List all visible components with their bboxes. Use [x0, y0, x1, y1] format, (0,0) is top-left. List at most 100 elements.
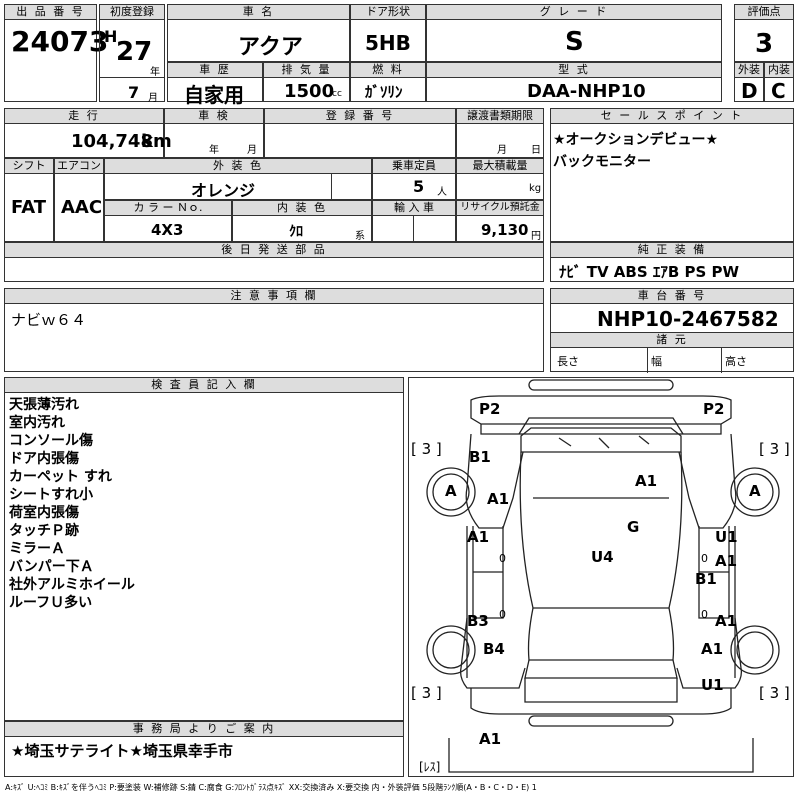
chassis-number: NHP10-2467582 [597, 307, 779, 331]
year-unit: 年 [150, 67, 160, 78]
int-label: 内装 [765, 63, 793, 78]
model-cell: 型 式 DAA-NHP10 [426, 62, 722, 102]
recycle-unit: 円 [531, 231, 541, 242]
note-line: シートすれ小 [9, 487, 93, 503]
reg-year: 27 [116, 37, 153, 67]
later-parts-cell: 後 日 発 送 部 品 [4, 242, 544, 282]
color: オレンジ [191, 181, 256, 200]
interior-color: ｸﾛ [289, 224, 303, 240]
grade-label: グ レ ー ド [427, 5, 721, 20]
note-line: コンソール傷 [9, 433, 93, 449]
office-cell: 事 務 局 よ り ご 案 内 ★埼玉サテライト★埼玉県幸手市 [4, 721, 404, 777]
era: H [104, 27, 118, 46]
equipment: ﾅﾋﾞ TV ABS ｴｱB PS PW [559, 263, 740, 281]
shift-cell: シフト FAT [4, 158, 54, 242]
ac-cell: エアコン AAC [54, 158, 104, 242]
shift: FAT [11, 197, 47, 218]
note-line: 社外アルミホイール [9, 577, 135, 593]
inspection-label: 車 検 [165, 109, 263, 124]
note-line: バンパー下Ａ [9, 559, 94, 575]
model-label: 型 式 [427, 63, 721, 78]
disp-cell: 排 気 量 1500 cc [263, 62, 350, 102]
damage-mark: B4 [483, 640, 505, 658]
damage-mark: A1 [467, 528, 490, 546]
int-cell: 内装 C [764, 62, 794, 103]
history-cell: 車 歴 自家用 [167, 62, 263, 107]
damage-mark: U1 [701, 676, 724, 694]
door-mark: 0 [701, 608, 708, 621]
mileage-cell: 走 行 104,748 km [4, 108, 172, 158]
damage-mark: A [749, 482, 761, 500]
displacement: 1500 [284, 81, 335, 102]
interior-cell: 内 装 色 ｸﾛ 系 [232, 200, 372, 242]
color-no-label: カ ラ ー Ｎｏ. [105, 201, 231, 216]
grade: S [565, 27, 584, 57]
damage-mark: B1 [469, 448, 491, 466]
note-line: ドア内張傷 [9, 451, 79, 467]
int-grade: C [771, 79, 786, 103]
car-name: アクア [238, 35, 303, 60]
fuel-cell: 燃 料 ｶﾞｿﾘﾝ [350, 62, 426, 102]
sales-line: ★オークションデビュー★ [553, 132, 719, 148]
note-line: ルーフＵ多い [9, 595, 93, 611]
disp-label: 排 気 量 [264, 63, 349, 78]
chassis-cell: 車 台 番 号 NHP10-2467582 諸 元 長さ 幅 高さ [550, 288, 794, 373]
tire-score: [ 3 ] [759, 440, 790, 458]
lot-label: 出 品 番 号 [5, 5, 96, 20]
damage-mark: A1 [715, 612, 738, 630]
office-text: ★埼玉サテライト★埼玉県幸手市 [11, 742, 233, 760]
recycle: 9,130 [481, 221, 529, 239]
equipment-label: 純 正 装 備 [551, 243, 793, 258]
inspection-cell: 車 検 年 月 [164, 108, 264, 158]
first-reg-label: 初度登録 [100, 5, 164, 20]
import-label: 輸 入 車 [373, 201, 455, 216]
first-reg-cell: 初度登録 H 27 年 7 月 [99, 4, 165, 104]
damage-mark: P2 [479, 400, 501, 418]
transfer-label: 譲渡書類期限 [457, 109, 543, 124]
door-mark: 0 [701, 552, 708, 565]
name-cell: 車 名 アクア [167, 4, 350, 62]
spec-width: 幅 [651, 355, 662, 368]
later-parts-label: 後 日 発 送 部 品 [5, 243, 543, 258]
color-no: 4X3 [151, 221, 184, 239]
fuel: ｶﾞｿﾘﾝ [365, 83, 403, 101]
model: DAA-NHP10 [527, 81, 646, 102]
disp-unit: cc [332, 89, 342, 99]
equipment-cell: 純 正 装 備 ﾅﾋﾞ TV ABS ｴｱB PS PW [550, 242, 794, 282]
grade-cell: グ レ ー ド S [426, 4, 722, 62]
recycle-label: リサイクル預託金 [457, 201, 543, 216]
note-line: 室内汚れ [9, 415, 65, 431]
damage-mark: P2 [703, 400, 725, 418]
score-label: 評価点 [735, 5, 793, 20]
office-label: 事 務 局 よ り ご 案 内 [5, 722, 403, 737]
note-line: カーペット すれ [9, 469, 112, 485]
insp-year-unit: 年 [209, 145, 219, 156]
load-unit: kg [529, 183, 542, 194]
inspector-label: 検 査 員 記 入 欄 [5, 378, 403, 393]
damage-mark: B3 [467, 612, 489, 630]
damage-mark: U1 [715, 528, 738, 546]
history-label: 車 歴 [168, 63, 262, 78]
chassis-label: 車 台 番 号 [551, 289, 793, 304]
transfer-month-unit: 月 [497, 145, 507, 156]
damage-mark: A1 [715, 552, 738, 570]
interior-label: 内 装 色 [233, 201, 371, 216]
recycle-cell: リサイクル預託金 9,130 円 [456, 200, 544, 242]
door-label: ドア形状 [351, 5, 425, 20]
car-outline [426, 379, 780, 773]
sales-line: バックモニター [553, 154, 651, 170]
import-cell: 輸 入 車 [372, 200, 456, 243]
tire-score: [ 3 ] [411, 684, 442, 702]
note-line: タッチＰ跡 [9, 523, 79, 539]
transfer-day-unit: 日 [531, 145, 541, 156]
sales-point-cell: セ ー ル ス ポ イ ン ト ★オークションデビュー★ バックモニター [550, 108, 794, 242]
month-unit: 月 [148, 93, 158, 104]
damage-mark: A1 [635, 472, 658, 490]
reg-number-label: 登 録 番 号 [265, 109, 455, 124]
capacity: 5 [413, 177, 425, 196]
tire-score: [ 3 ] [759, 684, 790, 702]
transfer-cell: 譲渡書類期限 月 日 [456, 108, 544, 158]
note-line: ミラーＡ [9, 541, 65, 557]
shift-label: シフト [5, 159, 53, 174]
caution-text: ナビｗ６４ [11, 311, 87, 329]
